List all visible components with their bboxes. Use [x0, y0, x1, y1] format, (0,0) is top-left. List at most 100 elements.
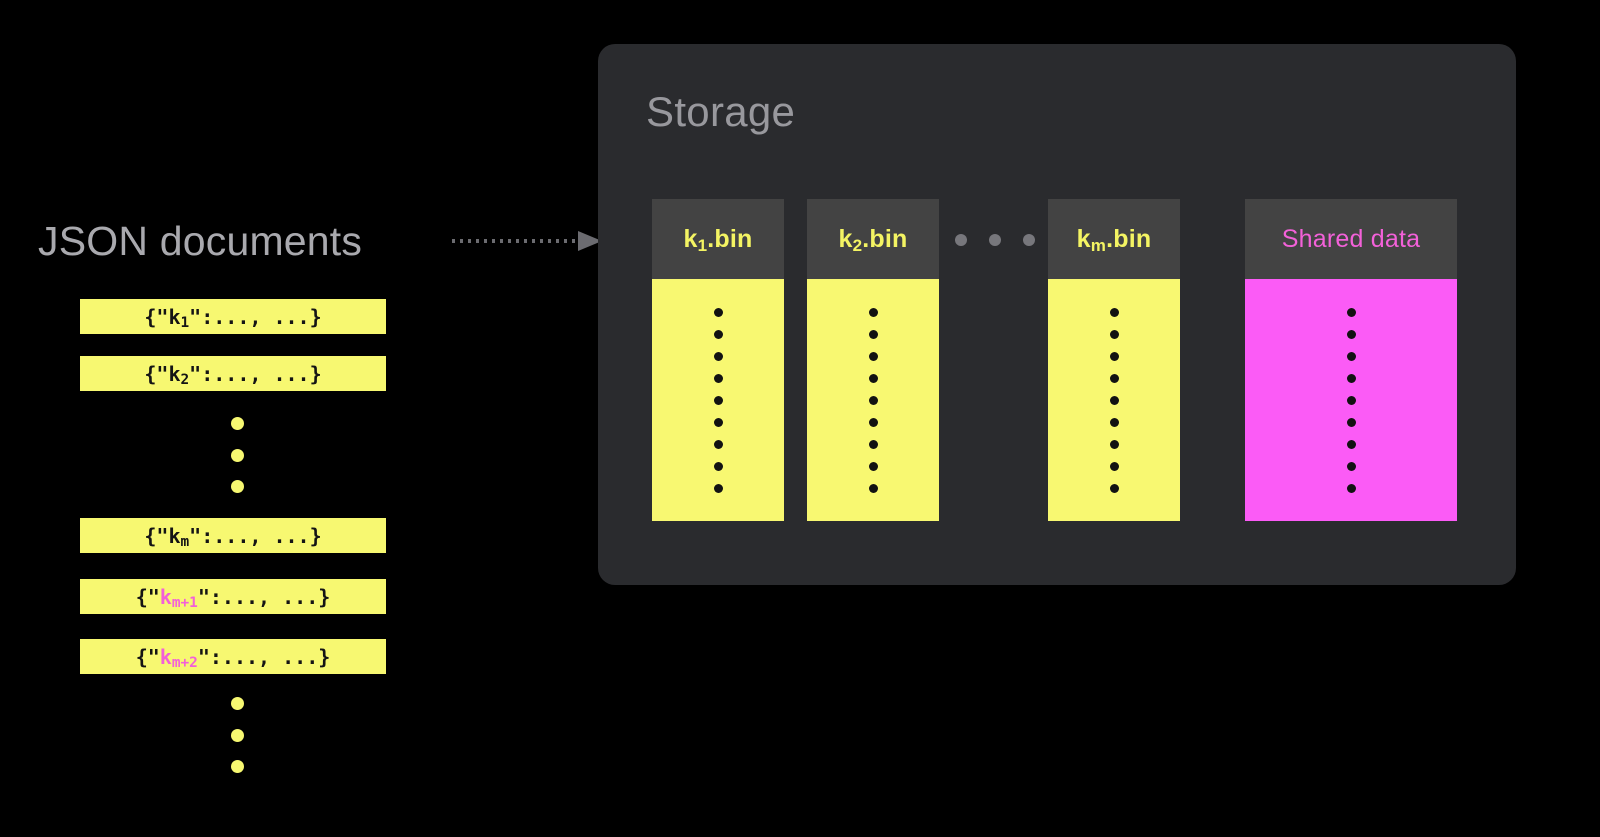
record-dot [1346, 395, 1356, 405]
storage-bin-body [807, 279, 939, 521]
ellipsis-dot [231, 728, 244, 742]
ellipsis-dot [231, 760, 244, 773]
json-prefix: {" [135, 644, 160, 669]
ellipsis-dot [231, 697, 244, 710]
json-key-subscript: 2 [180, 371, 190, 388]
json-documents-section: JSON documents {"k1":..., ...} {"k2":...… [0, 0, 560, 837]
storage-bin[interactable]: km.bin [1048, 199, 1180, 521]
record-dot [868, 373, 878, 383]
bin-key-subscript: 1 [697, 235, 708, 255]
json-document-code: {"km+1":..., ...} [135, 584, 331, 610]
ellipsis-dot [989, 234, 1001, 246]
record-dot [1109, 395, 1119, 405]
json-documents-ellipsis-bottom [231, 697, 244, 773]
json-key: k [159, 644, 172, 669]
storage-panel: Storage k1.bin k2.bin [598, 44, 1516, 585]
record-dot [713, 329, 723, 339]
record-dot [713, 417, 723, 427]
json-prefix: {" [135, 584, 160, 609]
json-prefix: {" [144, 361, 169, 386]
record-dot [1346, 329, 1356, 339]
bin-extension: .bin [862, 224, 908, 253]
json-suffix: ":..., ...} [189, 361, 322, 386]
record-dot [1109, 307, 1119, 317]
record-dot [713, 351, 723, 361]
json-suffix: ":..., ...} [197, 644, 331, 669]
record-dot [1109, 439, 1119, 449]
storage-bin[interactable]: k1.bin [652, 199, 784, 521]
record-dot [868, 483, 878, 493]
record-dot [1109, 417, 1119, 427]
json-document-box: {"km+2":..., ...} [80, 639, 386, 674]
json-document-box: {"k1":..., ...} [80, 299, 386, 334]
record-dot [713, 395, 723, 405]
record-dot [868, 307, 878, 317]
json-key: k [159, 584, 172, 609]
json-key: k [168, 361, 181, 386]
record-dot [868, 417, 878, 427]
json-suffix: ":..., ...} [189, 523, 322, 548]
bin-extension: .bin [707, 224, 753, 253]
storage-panel-title: Storage [646, 88, 796, 135]
record-dot [1346, 307, 1356, 317]
record-dot [713, 483, 723, 493]
ellipsis-dot [231, 448, 244, 462]
record-dot [713, 461, 723, 471]
ellipsis-dot [231, 480, 244, 493]
storage-bins-ellipsis [955, 234, 1035, 246]
record-dot [1109, 351, 1119, 361]
json-document-box: {"km":..., ...} [80, 518, 386, 553]
storage-bin-body [1048, 279, 1180, 521]
storage-bin-body [652, 279, 784, 521]
ellipsis-dot [231, 417, 244, 430]
record-dot [1346, 461, 1356, 471]
json-key: k [168, 523, 181, 548]
json-document-code: {"k1":..., ...} [144, 304, 322, 330]
storage-bin-header: k1.bin [652, 199, 784, 279]
record-dot [868, 439, 878, 449]
json-documents-ellipsis-top [231, 417, 244, 493]
storage-bin-label: km.bin [1077, 225, 1152, 254]
record-dot [713, 307, 723, 317]
json-document-box: {"k2":..., ...} [80, 356, 386, 391]
storage-bin[interactable]: k2.bin [807, 199, 939, 521]
storage-bin-shared-data[interactable]: Shared data [1245, 199, 1457, 521]
record-dot [868, 395, 878, 405]
storage-bin-body [1245, 279, 1457, 521]
bin-key-subscript: m [1090, 235, 1107, 255]
json-document-code: {"k2":..., ...} [144, 361, 322, 387]
json-key-subscript: m+1 [171, 594, 198, 611]
record-dot [713, 439, 723, 449]
record-dot [713, 373, 723, 383]
json-key: k [168, 304, 181, 329]
bin-key-subscript: 2 [852, 235, 863, 255]
json-prefix: {" [144, 523, 169, 548]
json-document-box: {"km+1":..., ...} [80, 579, 386, 614]
record-dot [1109, 373, 1119, 383]
storage-bin-label: k2.bin [839, 225, 908, 254]
record-dot [1109, 329, 1119, 339]
shared-data-label: Shared data [1281, 224, 1421, 253]
json-key-subscript: m [180, 533, 190, 550]
record-dot [1346, 351, 1356, 361]
flow-arrow-icon [452, 231, 602, 251]
record-dot [868, 329, 878, 339]
record-dot [1346, 417, 1356, 427]
bin-extension: .bin [1106, 224, 1152, 253]
record-dot [1346, 439, 1356, 449]
json-document-code: {"km+2":..., ...} [135, 644, 331, 670]
record-dot [1109, 483, 1119, 493]
json-suffix: ":..., ...} [197, 584, 331, 609]
json-document-code: {"km":..., ...} [144, 523, 322, 549]
record-dot [1346, 373, 1356, 383]
storage-bin-label: k1.bin [684, 225, 753, 254]
json-suffix: ":..., ...} [189, 304, 322, 329]
storage-bin-header: k2.bin [807, 199, 939, 279]
bin-key: k [838, 224, 853, 253]
record-dot [868, 461, 878, 471]
json-key-subscript: 1 [180, 314, 190, 331]
ellipsis-dot [1023, 234, 1035, 246]
ellipsis-dot [955, 234, 967, 246]
json-documents-title: JSON documents [38, 218, 363, 264]
storage-bin-header: Shared data [1245, 199, 1457, 279]
